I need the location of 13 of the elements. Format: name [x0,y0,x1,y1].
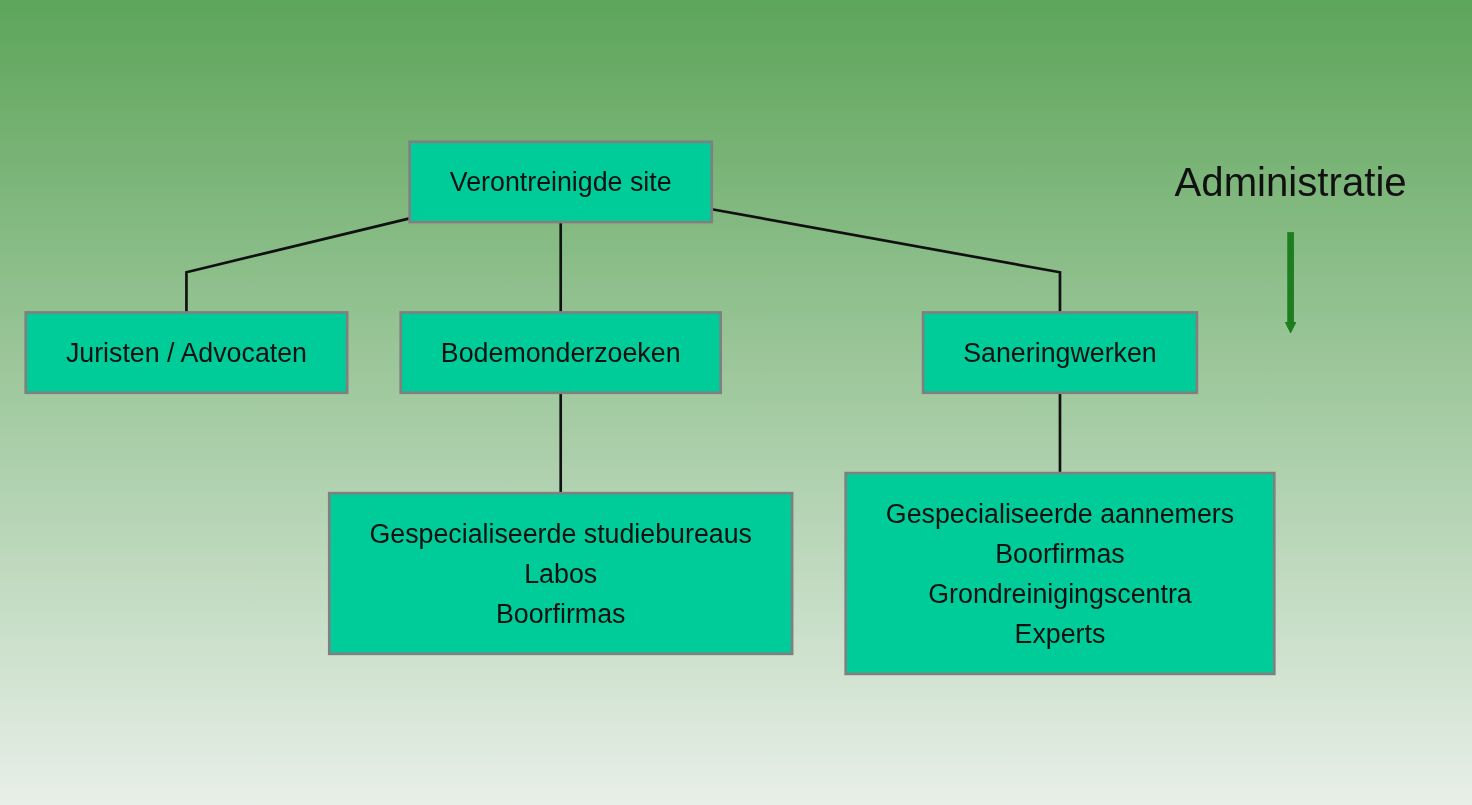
connector-line [559,221,562,313]
org-box: Gespecialiseerde studiebureaus Labos Boorfirmas [327,491,794,655]
label-text: Administratie [1174,159,1407,204]
arrow [1284,231,1297,333]
connector-line [559,392,562,493]
connector-line [1058,392,1062,473]
connector-line [711,207,1062,313]
connector-line [184,216,410,313]
org-box: Saneringwerken [921,310,1198,394]
org-box: Verontreinigde site [408,140,713,224]
org-box: Bodemonderzoeken [399,310,722,394]
org-box: Juristen / Advocaten [24,310,349,394]
org-box: Gespecialiseerde aannemers Boorfirmas Grondreinigingscentra Experts [844,471,1276,675]
